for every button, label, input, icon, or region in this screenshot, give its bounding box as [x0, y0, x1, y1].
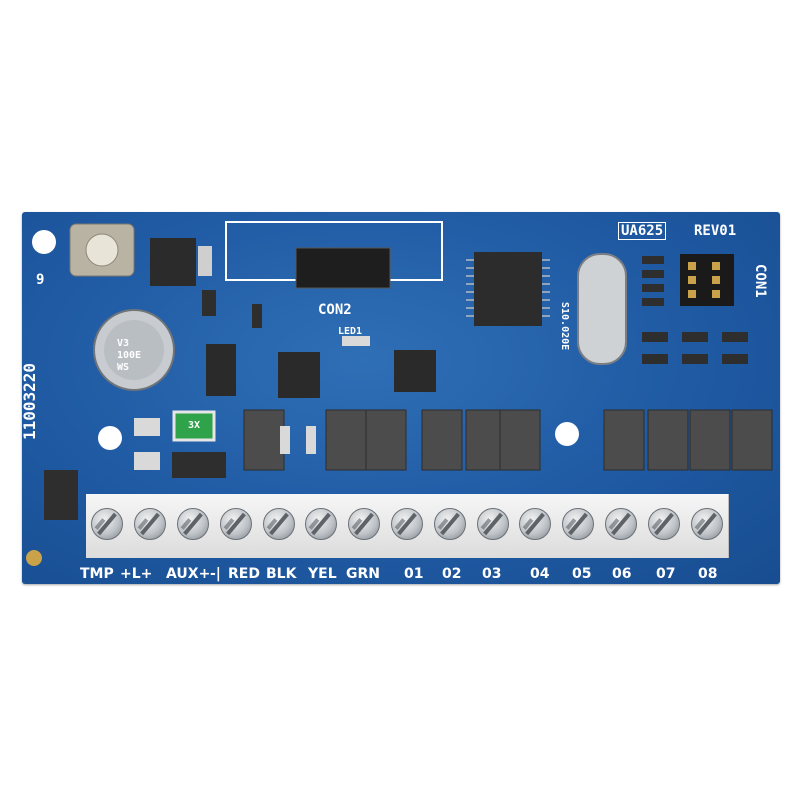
terminal-label: 02	[442, 566, 462, 582]
led-label: LED1	[338, 326, 363, 337]
terminal-label: 03	[482, 566, 502, 582]
con2-label: CON2	[318, 302, 352, 318]
crystal-oscillator	[577, 253, 627, 365]
terminal-label: +L+	[120, 566, 153, 582]
terminal-screw	[604, 508, 637, 540]
terminal-block	[86, 494, 729, 558]
crystal-label: S10.020E	[559, 302, 570, 351]
mounting-hole	[26, 550, 42, 566]
mounting-hole	[32, 230, 56, 254]
terminal-screw	[134, 508, 167, 540]
terminal-label: 04	[530, 566, 550, 582]
terminal-cell	[642, 494, 687, 558]
con2-connector	[295, 247, 391, 289]
terminal-screw	[519, 508, 552, 540]
terminal-label: GRN	[346, 566, 380, 582]
terminal-screw	[433, 508, 466, 540]
model-label: UA625	[618, 222, 667, 240]
terminal-labels: TMP +L+ AUX+-| RED BLK YEL GRN 01 02 03 04 05 06 07 08	[80, 566, 730, 584]
terminal-screw	[690, 508, 723, 540]
terminal-cell	[86, 494, 130, 558]
ic-chip	[206, 344, 236, 396]
terminal-label: 06	[612, 566, 632, 582]
board-components	[26, 221, 773, 566]
terminal-screw	[219, 508, 252, 540]
terminal-label: AUX+	[166, 566, 211, 582]
terminal-screw	[305, 508, 338, 540]
terminal-cell	[257, 494, 301, 558]
ic-chip	[394, 350, 436, 392]
ic-chip	[278, 352, 320, 398]
terminal-screw	[176, 508, 209, 540]
terminal-label: RED	[228, 566, 260, 582]
fuse	[172, 410, 216, 442]
tamper-switch-button	[85, 233, 119, 267]
terminal-screw	[562, 508, 595, 540]
part-number-label: 11003220	[20, 362, 39, 440]
terminal-cell	[514, 494, 558, 558]
terminal-screw	[647, 508, 680, 540]
terminal-screw	[476, 508, 509, 540]
diode-row	[243, 409, 773, 471]
capacitor-text-line1: V3	[117, 338, 130, 349]
terminal-screw	[91, 508, 124, 540]
terminal-label: TMP	[80, 566, 114, 582]
terminal-screw	[262, 508, 295, 540]
mounting-hole	[98, 426, 122, 450]
mounting-hole	[555, 422, 579, 446]
terminal-label: 01	[404, 566, 424, 582]
terminal-label: 07	[656, 566, 676, 582]
terminal-screw	[390, 508, 423, 540]
terminal-screw	[348, 508, 381, 540]
terminal-cell	[171, 494, 216, 558]
terminal-cell	[599, 494, 644, 558]
revision-label: REV01	[694, 223, 737, 239]
capacitor-text-line2: 100E	[117, 350, 142, 361]
terminal-label: 05	[572, 566, 592, 582]
terminal-label: YEL	[308, 566, 337, 582]
terminal-cell	[342, 494, 387, 558]
capacitor-text-line3: WS	[117, 362, 130, 373]
terminal-label: 08	[698, 566, 718, 582]
terminal-cell	[385, 494, 430, 558]
fuse-label: 3X	[188, 420, 201, 431]
terminal-cell	[471, 494, 515, 558]
side-marker-label: 9	[36, 272, 45, 288]
terminal-cell	[428, 494, 473, 558]
terminal-cell	[128, 494, 173, 558]
terminal-cell	[556, 494, 601, 558]
terminal-cell	[685, 494, 729, 558]
terminal-label: BLK	[266, 566, 297, 582]
con1-label: CON1	[752, 264, 768, 298]
terminal-label: -|	[210, 566, 221, 582]
terminal-cell	[300, 494, 344, 558]
terminal-cell	[214, 494, 259, 558]
microcontroller-chip	[474, 252, 542, 326]
voltage-regulator	[150, 238, 196, 286]
